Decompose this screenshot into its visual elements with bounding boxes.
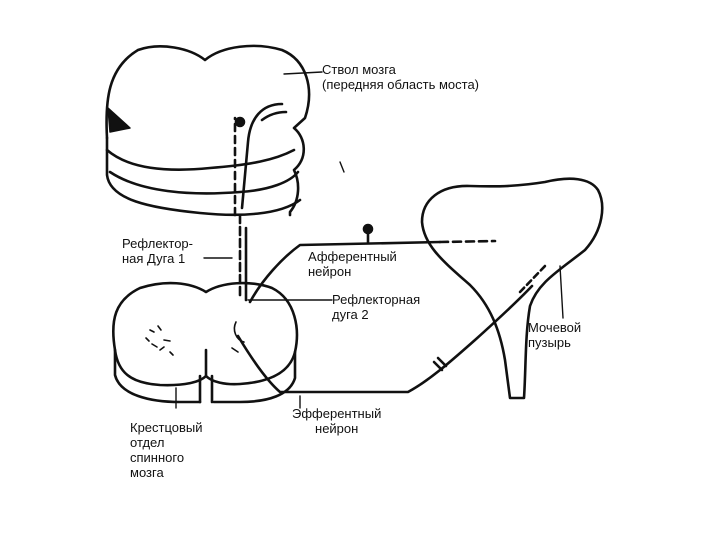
label-efferent-neuron: Эфферентный нейрон — [292, 406, 381, 436]
bladder-shape — [420, 177, 604, 400]
label-efferent-neuron-line-1: Эфферентный — [292, 406, 382, 421]
label-efferent-neuron-line-2: нейрон — [315, 421, 359, 436]
label-bladder-line-2: пузырь — [528, 335, 571, 350]
label-brainstem: Ствол мозга (передняя область моста) — [322, 62, 479, 92]
label-reflex-arc-1-line-2: ная Дуга 1 — [122, 251, 186, 266]
label-brainstem-line-2: (передняя область моста) — [322, 77, 480, 92]
label-sacral-cord-line-1: Крестцовый — [130, 420, 203, 435]
brainstem-shape — [105, 44, 311, 217]
label-reflex-arc-1: Рефлектор- ная Дуга 1 — [122, 236, 193, 266]
leader-lines — [175, 71, 564, 409]
label-reflex-arc-2: Рефлекторная дуга 2 — [332, 292, 420, 322]
label-sacral-cord: Крестцовый отдел спинного мозга — [130, 420, 203, 480]
label-sacral-cord-line-4: мозга — [130, 465, 164, 480]
afferent-path — [248, 223, 497, 304]
label-reflex-arc-1-line-1: Рефлектор- — [122, 236, 193, 251]
label-bladder: Мочевой пузырь — [528, 320, 581, 350]
label-afferent-neuron-line-1: Афферентный — [308, 249, 397, 264]
label-bladder-line-1: Мочевой — [528, 320, 582, 335]
spinal-cord-shape — [111, 213, 299, 404]
efferent-path — [236, 264, 547, 394]
label-brainstem-line-1: Ствол мозга — [322, 62, 396, 77]
label-afferent-neuron: Афферентный нейрон — [308, 249, 397, 279]
label-sacral-cord-line-2: отдел — [130, 435, 165, 450]
label-reflex-arc-2-line-2: дуга 2 — [332, 307, 369, 322]
label-reflex-arc-2-line-1: Рефлекторная — [332, 292, 421, 307]
label-sacral-cord-line-3: спинного — [130, 450, 185, 465]
label-afferent-neuron-line-2: нейрон — [308, 264, 352, 279]
